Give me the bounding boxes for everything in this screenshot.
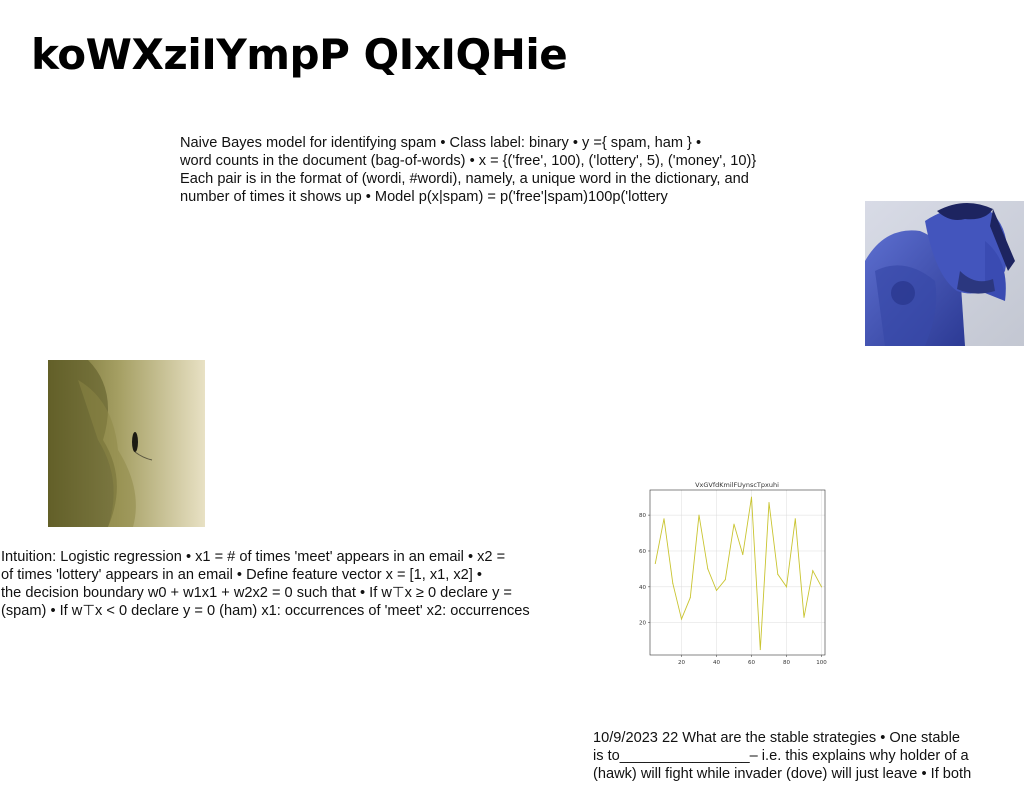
x-tick-label: 40 <box>713 660 720 666</box>
data-point <box>768 502 770 504</box>
text-line: Each pair is in the format of (wordi, #w… <box>180 171 749 187</box>
text-line: 10/9/2023 22 What are the stable strateg… <box>593 730 960 746</box>
data-point <box>698 514 700 516</box>
page-title: koWXziIYmpP QIxIQHie <box>31 30 568 79</box>
ufo-photo <box>48 360 205 527</box>
data-point <box>672 582 674 584</box>
text-block-naive-bayes: Naive Bayes model for identifying spam •… <box>180 134 830 206</box>
chart-svg: VxGVfdKmilFUynscTpxuhi 20 40 60 80 100 20 40 60… <box>632 478 832 670</box>
text-line: Naive Bayes model for identifying spam •… <box>180 135 702 151</box>
data-point <box>803 616 805 618</box>
data-point <box>759 649 761 651</box>
data-point <box>812 570 814 572</box>
text-line: (spam) • If w⊤x < 0 declare y = 0 (ham) … <box>1 603 530 619</box>
x-tick-label: 20 <box>678 660 685 666</box>
x-tick-label: 80 <box>783 660 790 666</box>
line-chart: VxGVfdKmilFUynscTpxuhi 20 40 60 80 100 20 40 60… <box>632 478 832 670</box>
x-tick-label: 100 <box>816 660 827 666</box>
text-line: Intuition: Logistic regression • x1 = # … <box>1 549 506 565</box>
y-tick-label: 40 <box>639 585 646 591</box>
y-tick-label: 80 <box>639 513 646 519</box>
data-point <box>751 496 752 498</box>
data-point <box>786 586 787 588</box>
data-point <box>742 554 744 556</box>
text-line: number of times it shows up • Model p(x|… <box>180 189 668 205</box>
data-point <box>707 568 709 570</box>
y-tick-label: 20 <box>639 621 646 627</box>
data-point <box>794 518 796 520</box>
data-point <box>689 597 691 599</box>
data-point <box>821 586 822 588</box>
data-point <box>681 618 682 620</box>
text-line: (hawk) will fight while invader (dove) w… <box>593 766 972 782</box>
data-point <box>663 518 665 520</box>
text-line: of times 'lottery' appears in an email •… <box>1 567 482 583</box>
text-block-logistic-regression: Intuition: Logistic regression • x1 = # … <box>1 548 586 620</box>
chart-frame <box>649 489 826 656</box>
data-point <box>724 579 726 581</box>
text-line: is to________________– i.e. this explain… <box>593 748 969 764</box>
data-point <box>654 563 656 565</box>
data-point <box>777 573 779 575</box>
data-point <box>733 523 735 525</box>
x-tick-label: 60 <box>748 660 755 666</box>
chart-title: VxGVfdKmilFUynscTpxuhi <box>695 481 779 489</box>
text-line: word counts in the document (bag-of-word… <box>180 153 757 169</box>
y-tick-label: 60 <box>639 549 646 555</box>
data-point <box>716 589 717 591</box>
person-photo <box>865 201 1024 346</box>
series-line <box>654 497 822 650</box>
text-block-stable-strategies: 10/9/2023 22 What are the stable strateg… <box>593 729 1024 783</box>
text-line: the decision boundary w0 + w1x1 + w2x2 =… <box>1 585 512 601</box>
